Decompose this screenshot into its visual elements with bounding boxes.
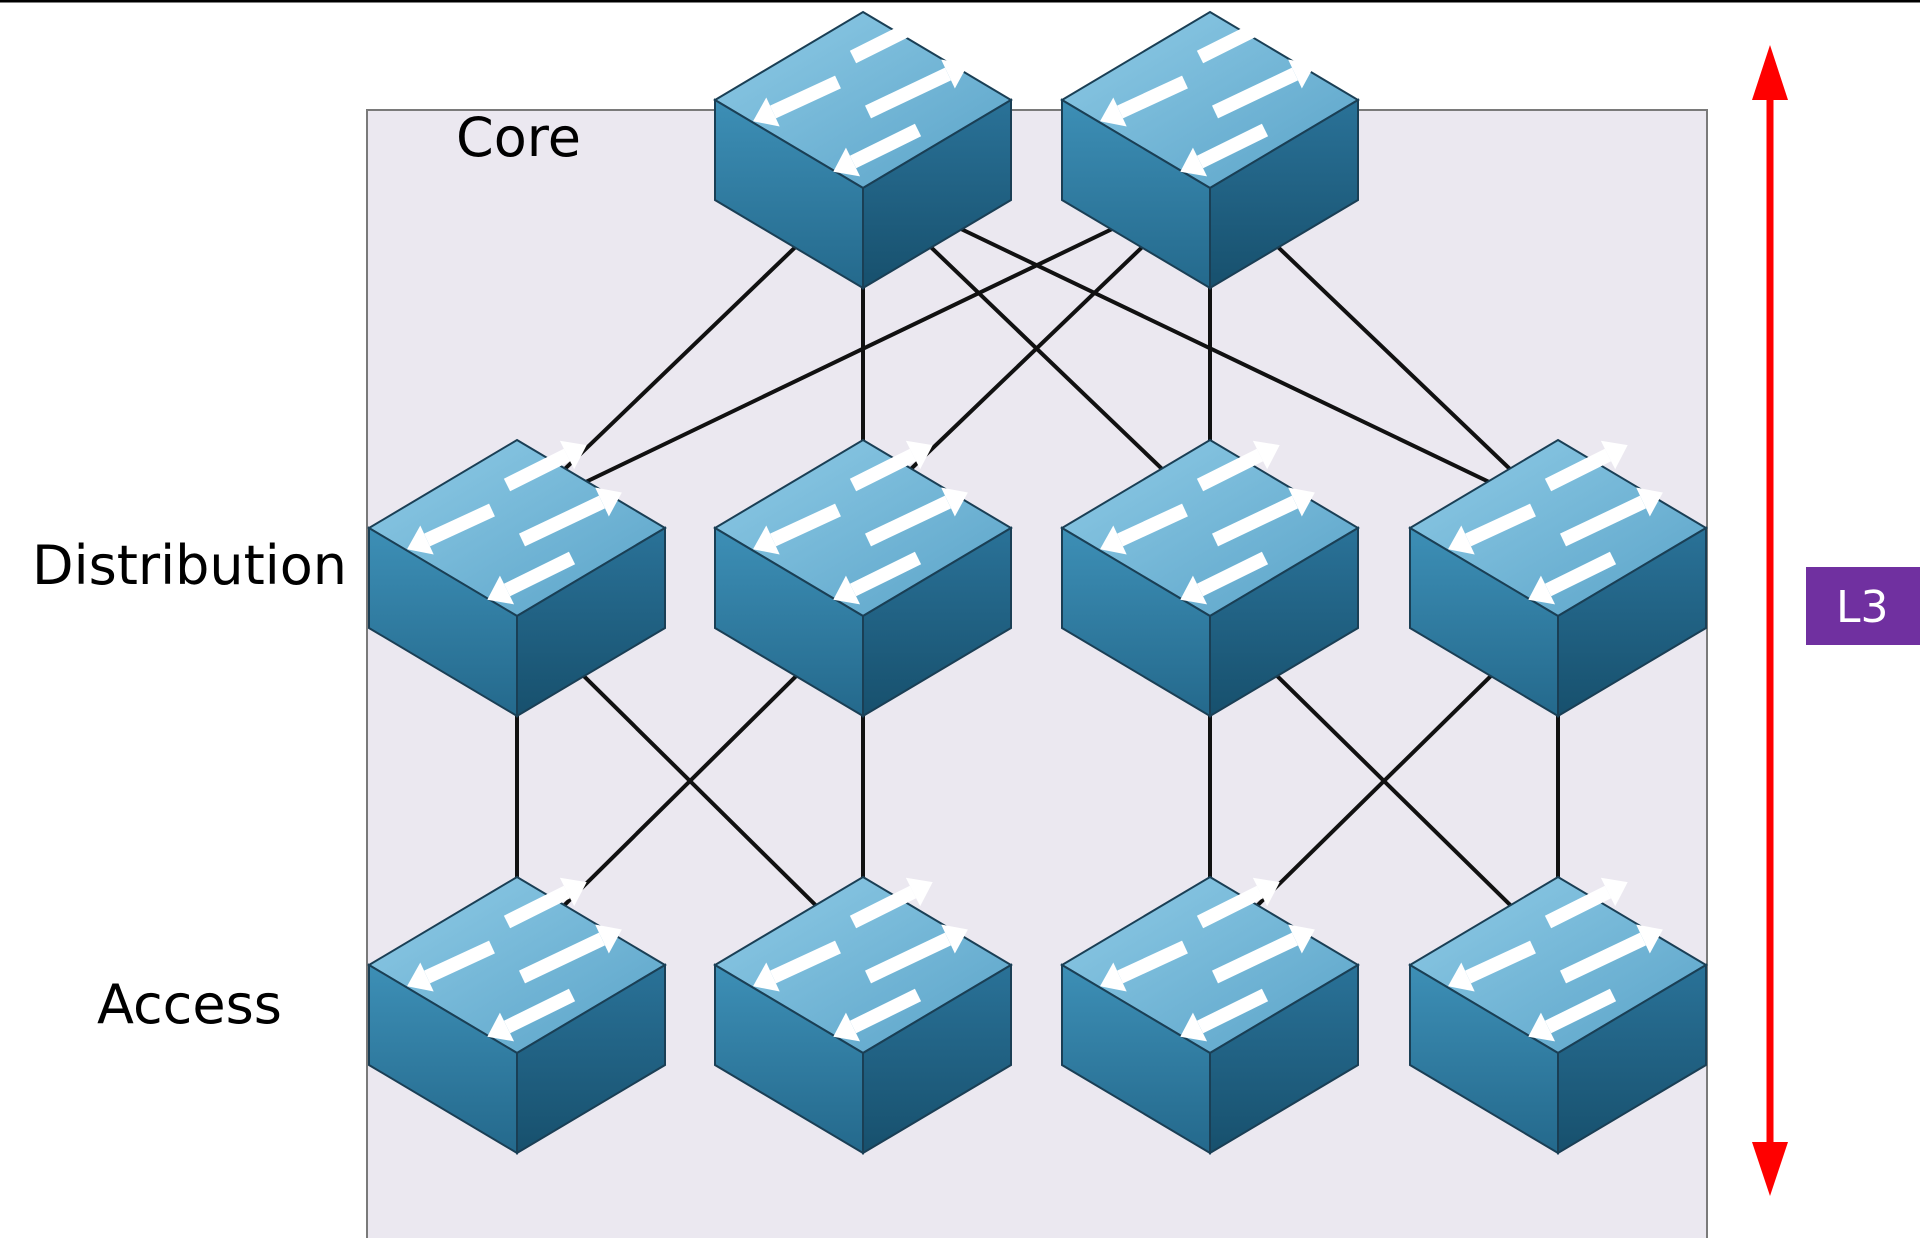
switch-icon xyxy=(713,438,1013,718)
switch-icon xyxy=(1060,438,1360,718)
switch-icon xyxy=(1060,875,1360,1155)
switches-group xyxy=(367,10,1708,1155)
switch-icon xyxy=(1060,10,1360,290)
l3-badge-label: L3 xyxy=(1836,582,1889,633)
double-headed-vertical-arrow-icon xyxy=(1752,45,1788,1196)
link-core-2-dist-1 xyxy=(516,180,1211,517)
switch-icon xyxy=(367,438,667,718)
core-label: Core xyxy=(456,106,581,169)
distribution-label: Distribution xyxy=(32,534,347,597)
switch-icon xyxy=(713,10,1013,290)
l3-badge: L3 xyxy=(1806,567,1920,645)
switch-icon xyxy=(367,875,667,1155)
switch-icon xyxy=(1408,438,1708,718)
access-label: Access xyxy=(97,973,282,1036)
switch-icon xyxy=(1408,875,1708,1155)
switch-icon xyxy=(713,875,1013,1155)
